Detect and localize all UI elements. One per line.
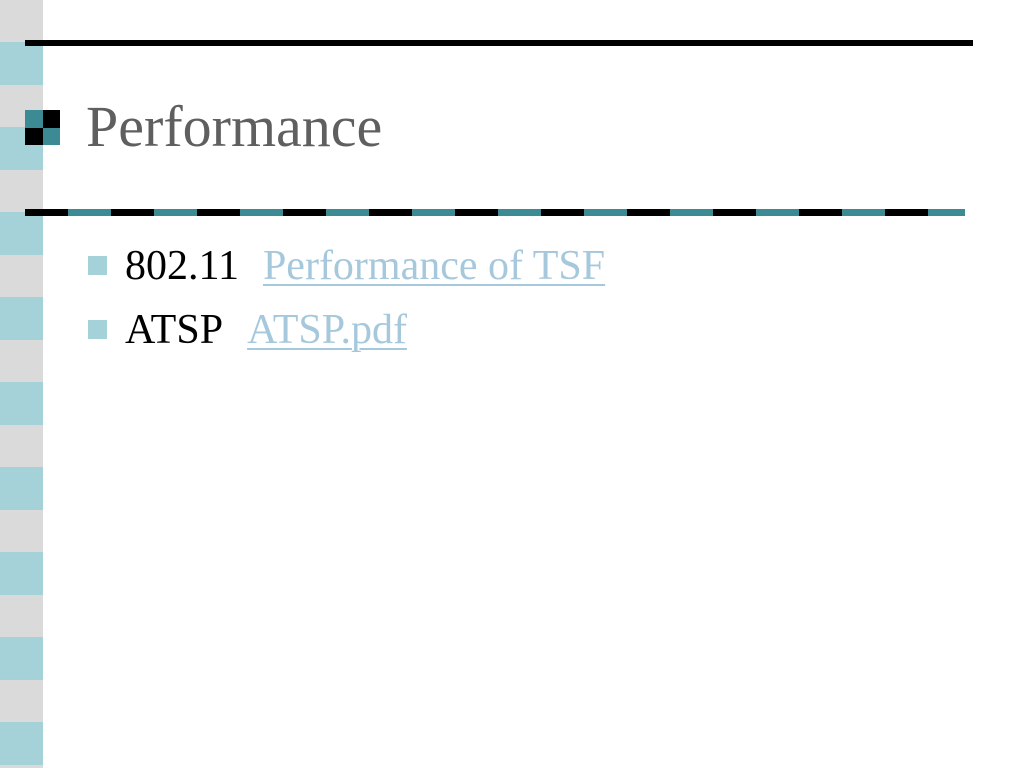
bullet-list: 802.11 Performance of TSF ATSP ATSP.pdf: [88, 236, 605, 364]
atsp-pdf-link[interactable]: ATSP.pdf: [247, 307, 407, 353]
list-item: 802.11 Performance of TSF: [88, 236, 605, 300]
dashed-divider: [25, 209, 965, 216]
list-item: ATSP ATSP.pdf: [88, 300, 605, 364]
slide-title: Performance: [86, 94, 383, 159]
square-bullet-icon: [88, 320, 107, 339]
checkered-square-icon: [25, 110, 60, 145]
top-rule: [25, 40, 973, 46]
bullet-text: ATSP: [125, 307, 224, 353]
square-bullet-icon: [88, 256, 107, 275]
performance-of-tsf-link[interactable]: Performance of TSF: [262, 243, 606, 289]
bullet-text: 802.11: [125, 243, 239, 289]
